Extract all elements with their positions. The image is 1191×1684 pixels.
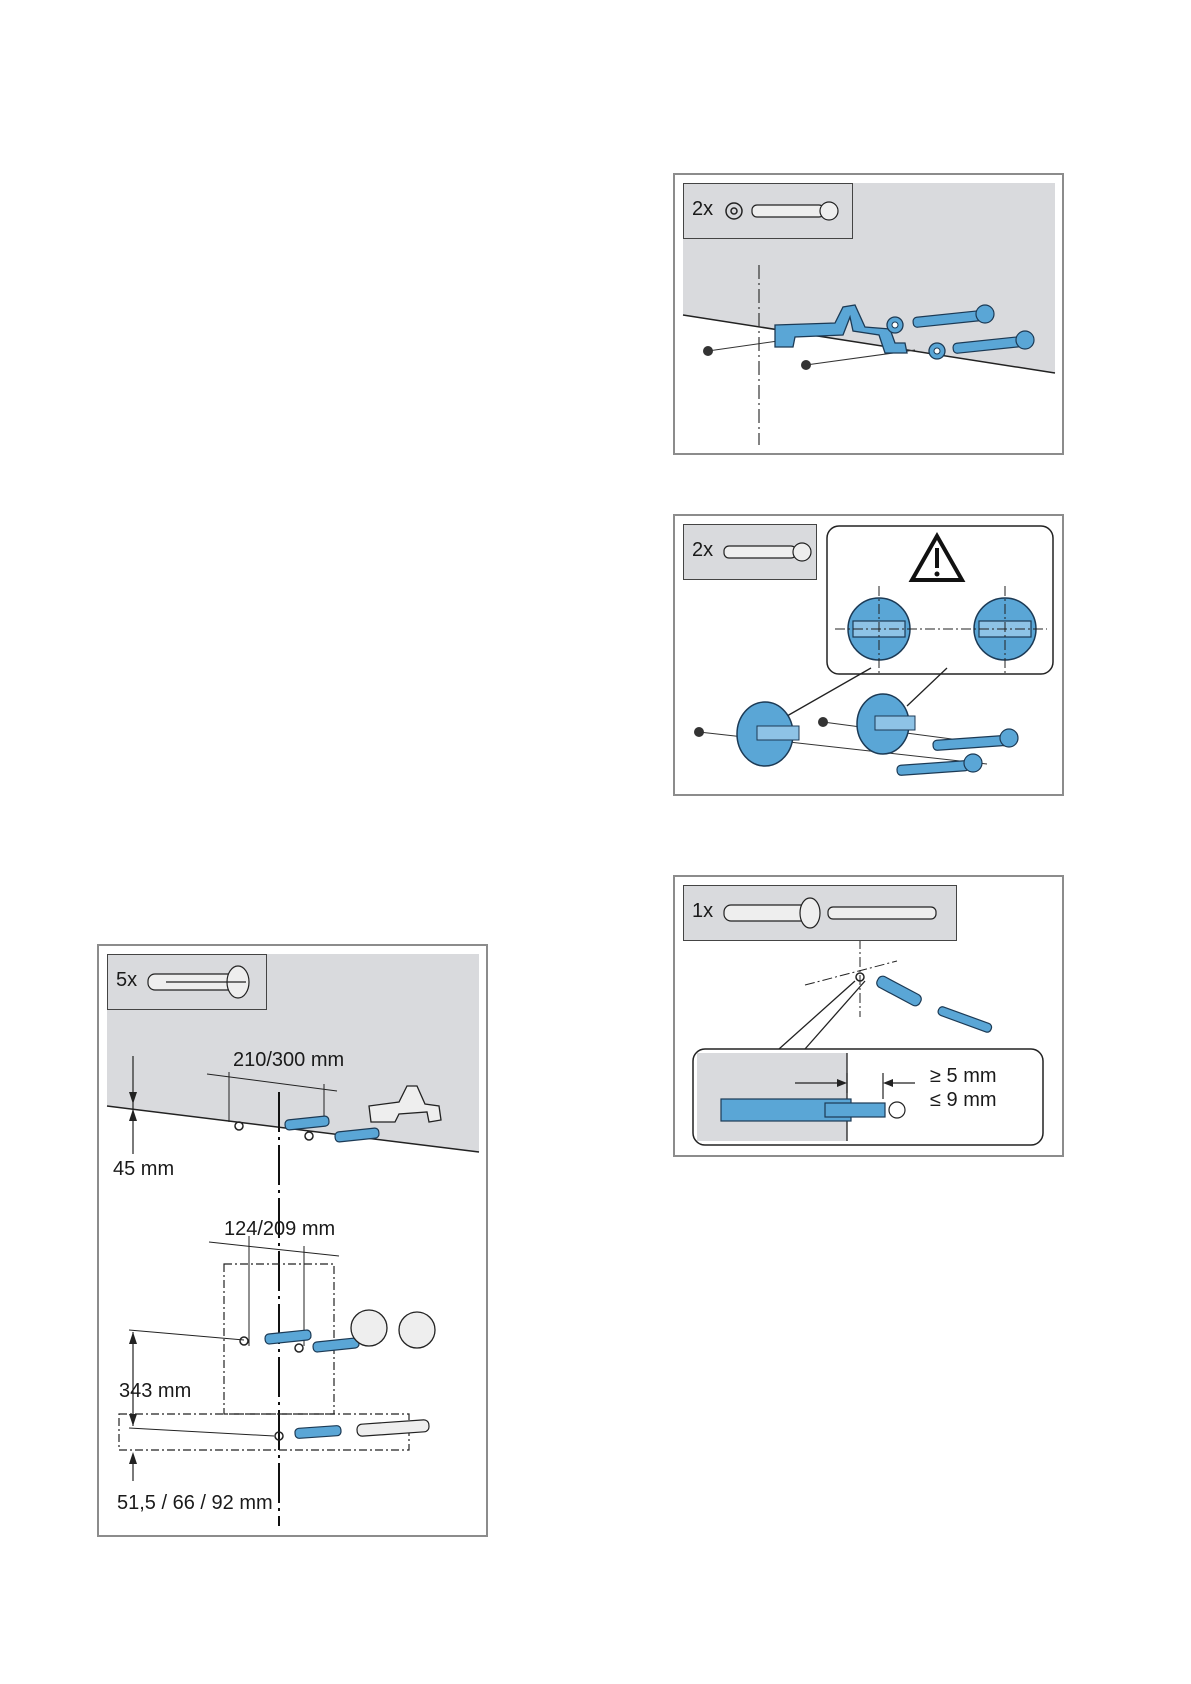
figure-anchor-set: 1x ≥ 5 mm ≤ 9 mm [673, 875, 1064, 1157]
washer-icon [726, 203, 742, 219]
parts-box: 1x [683, 885, 957, 941]
parts-box: 2x [683, 183, 853, 239]
screw-icon [724, 546, 796, 558]
dimension-spacing-top: 210/300 mm [233, 1049, 344, 1072]
warning-detail-box [827, 526, 1053, 674]
parts-icons [722, 191, 852, 231]
figure-bracket-fixing: 2x [673, 173, 1064, 455]
threaded-rod-icon [828, 907, 936, 919]
figure-clamp-fixing: 2x [673, 514, 1064, 796]
dimension-height-mid: 343 mm [119, 1380, 191, 1403]
quantity-label: 5x [116, 969, 137, 992]
parts-box: 2x [683, 524, 817, 580]
dimension-max: ≤ 9 mm [930, 1089, 997, 1112]
dimension-height-top: 45 mm [113, 1158, 174, 1181]
parts-icons [722, 893, 954, 933]
quantity-label: 1x [692, 900, 713, 923]
parts-icons [146, 962, 264, 1002]
figure-drill-plan: 5x 210/300 mm 45 mm 124/209 mm 343 mm 51… [97, 944, 488, 1537]
dimension-bottom: 51,5 / 66 / 92 mm [117, 1492, 273, 1515]
quantity-label: 2x [692, 539, 713, 562]
parts-box: 5x [107, 954, 267, 1010]
quantity-label: 2x [692, 198, 713, 221]
parts-icons [722, 532, 818, 572]
dimension-spacing-mid: 124/209 mm [224, 1218, 335, 1241]
dimension-min: ≥ 5 mm [930, 1065, 997, 1088]
screw-icon [752, 205, 824, 217]
